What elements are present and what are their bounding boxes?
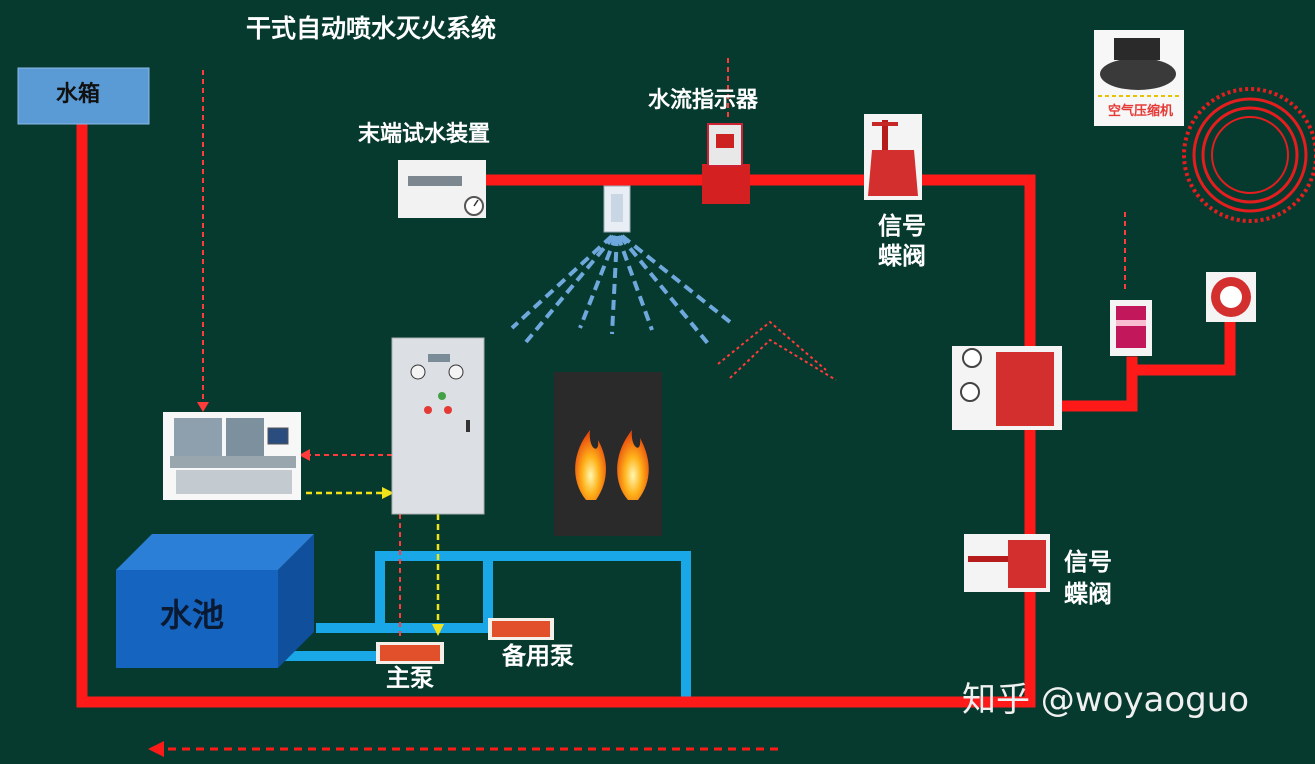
control-lines xyxy=(306,491,440,626)
butterfly-valve-bottom-icon xyxy=(964,534,1050,592)
pump-control-cabinet-icon xyxy=(391,337,485,515)
backup-pump-label: 备用泵 xyxy=(502,642,574,670)
control-console-icon xyxy=(163,412,301,500)
supply-pipes xyxy=(278,551,691,698)
main-pump-label: 主泵 xyxy=(386,664,434,692)
end-test-device-label: 末端试水装置 xyxy=(358,122,491,147)
signal-butterfly-valve-top-label-line1: 信号 xyxy=(878,212,926,240)
alarm-bell-icon xyxy=(1206,272,1256,322)
fire-icon xyxy=(554,372,662,536)
water-flow-indicator-icon xyxy=(702,123,750,204)
signal-butterfly-valve-bottom-label-line1: 信号 xyxy=(1064,548,1112,576)
butterfly-valve-top-icon xyxy=(864,114,922,200)
main-pipes xyxy=(76,118,1236,708)
water-spray xyxy=(510,234,732,348)
signal-lines xyxy=(202,58,1126,640)
main-pump-icon xyxy=(376,642,444,664)
pool-label: 水池 xyxy=(160,596,225,634)
signal-butterfly-valve-top-label-line2: 蝶阀 xyxy=(878,242,926,270)
water-tank-label: 水箱 xyxy=(56,82,101,107)
pool xyxy=(116,534,314,668)
water-tank xyxy=(17,67,150,125)
backup-pump-icon xyxy=(488,618,554,640)
air-compressor-icon xyxy=(1094,30,1184,126)
signal-butterfly-valve-bottom-label-line2: 蝶阀 xyxy=(1064,580,1112,608)
accelerator-icon xyxy=(1110,300,1152,356)
signal-arrowheads xyxy=(197,402,310,461)
smoke-lines xyxy=(717,320,837,381)
dry-alarm-valve-icon xyxy=(952,346,1062,430)
air-compressor-label: 空气压缩机 xyxy=(1108,104,1174,119)
page-title: 干式自动喷水灭火系统 xyxy=(246,14,497,43)
water-flow-indicator-label: 水流指示器 xyxy=(648,88,759,113)
return-arrow xyxy=(148,741,778,757)
air-pressure-tank-icon xyxy=(1182,87,1315,223)
sprinkler-icon xyxy=(603,185,631,233)
end-test-device-icon xyxy=(398,160,486,218)
watermark: 知乎 @woyaoguo xyxy=(962,680,1250,720)
